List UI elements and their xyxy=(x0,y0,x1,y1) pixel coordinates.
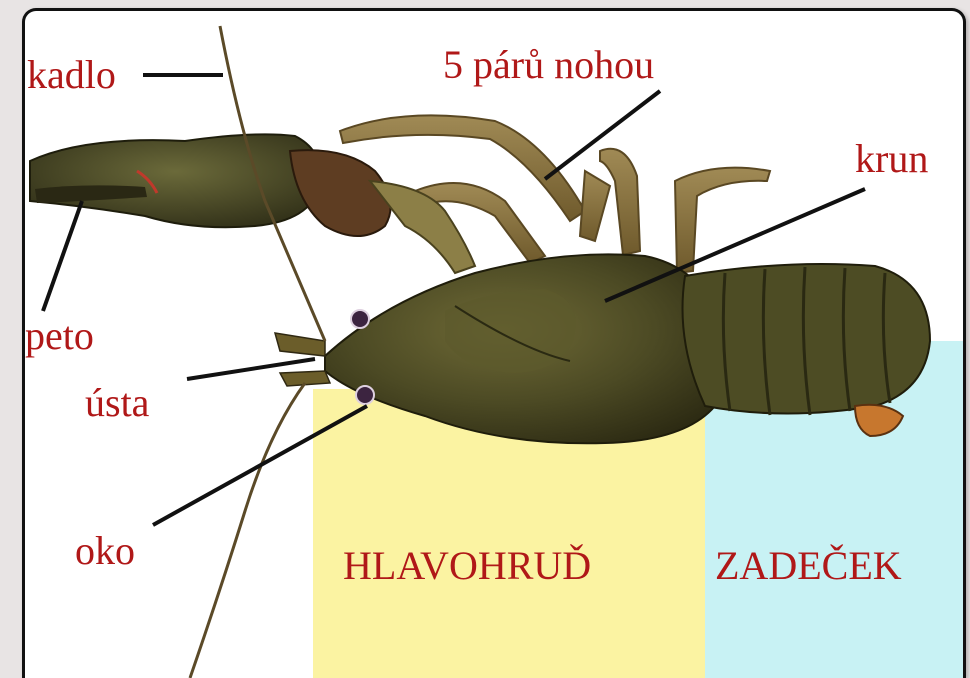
claw xyxy=(30,134,475,273)
eye-upper xyxy=(351,310,369,328)
label-abdomen: ZADEČEK xyxy=(715,546,902,586)
label-antenna: kadlo xyxy=(27,55,116,95)
crayfish-body xyxy=(275,254,930,443)
eye-lower xyxy=(356,386,374,404)
label-cephalothorax: HLAVOHRUĎ xyxy=(343,546,591,586)
diagram-frame: kadlo 5 párů nohou krun peto ústa oko HL… xyxy=(22,8,966,678)
label-mouth: ústa xyxy=(85,383,149,423)
label-walking-legs: 5 párů nohou xyxy=(443,45,654,85)
label-carapace: krun xyxy=(855,139,928,179)
label-eye: oko xyxy=(75,531,135,571)
label-claw: peto xyxy=(25,316,94,356)
